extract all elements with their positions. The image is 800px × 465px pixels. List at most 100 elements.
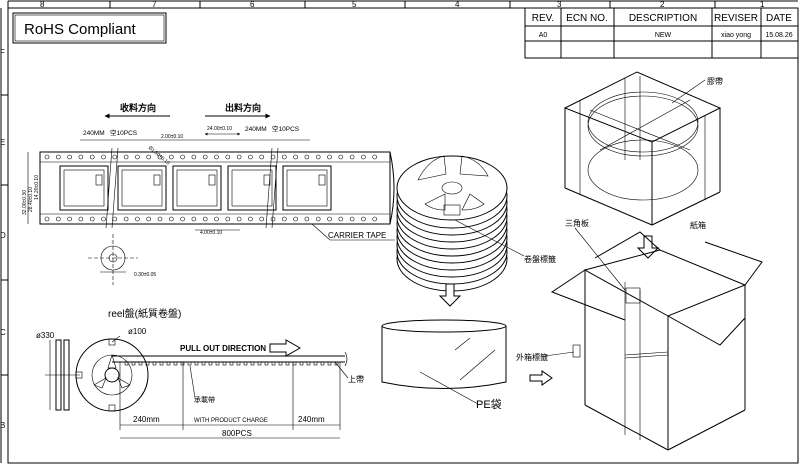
tape-callout: 膠帶 xyxy=(707,77,723,86)
leader-hole xyxy=(222,361,227,366)
sprocket-hole xyxy=(236,216,242,222)
sprocket-hole xyxy=(112,216,118,222)
sprocket-hole xyxy=(44,154,50,160)
sprocket-hole xyxy=(327,154,332,160)
component-pin xyxy=(318,174,326,186)
sprocket-holes-bottom xyxy=(44,216,378,222)
sprocket-hole xyxy=(67,216,72,222)
component-pin xyxy=(95,174,103,186)
sprocket-hole xyxy=(361,154,366,160)
zone-label-side: D xyxy=(0,231,6,240)
sprocket-hole xyxy=(281,216,287,222)
component-outline xyxy=(63,169,105,207)
sprocket-hole xyxy=(123,216,129,222)
sprocket-hole xyxy=(349,154,355,160)
description-header: DESCRIPTION xyxy=(629,13,697,24)
leader-hole xyxy=(278,361,283,366)
leader-hole xyxy=(208,361,213,366)
component-outline xyxy=(286,169,328,207)
sprocket-hole xyxy=(327,216,332,222)
sprocket-hole xyxy=(259,216,265,222)
leader-hole xyxy=(271,361,276,366)
rev-cell: A0 xyxy=(539,32,548,39)
sprocket-hole xyxy=(101,154,106,160)
leader-hole xyxy=(285,361,290,366)
carrier-band-label: 承載帶 xyxy=(194,395,215,404)
leader-hole xyxy=(201,361,206,366)
sprocket-hole xyxy=(214,216,219,222)
sprocket-hole xyxy=(281,154,287,160)
sprocket-hole xyxy=(202,154,208,160)
tape-width-dim: 28.40±0.10 xyxy=(28,187,34,212)
sprocket-hole xyxy=(180,154,185,160)
zone-label-side: C xyxy=(0,328,6,337)
sprocket-hole xyxy=(270,154,276,160)
component-outline xyxy=(121,169,163,207)
leader-hole xyxy=(229,361,234,366)
leader-hole xyxy=(138,361,143,366)
pe-bag: PE袋 xyxy=(381,319,507,411)
leader-hole xyxy=(166,361,171,366)
zone-label-top: 6 xyxy=(250,0,255,9)
sprocket-hole xyxy=(169,154,174,160)
leader-hole xyxy=(159,361,164,366)
leader-hole xyxy=(131,361,136,366)
pitch-dim: 24.00±0.10 xyxy=(207,126,232,132)
tape-pocket xyxy=(59,165,109,211)
component-pin xyxy=(263,174,271,186)
pull-out-direction-label: PULL OUT DIRECTION xyxy=(180,344,266,353)
sprocket-hole xyxy=(248,154,253,160)
sprocket-hole xyxy=(146,154,151,160)
tape-width-dim: 14.20±0.10 xyxy=(34,175,40,200)
leader-hole xyxy=(194,361,199,366)
rohs-box: RoHS Compliant xyxy=(12,12,167,44)
sprocket-hole xyxy=(89,216,95,222)
sprocket-hole xyxy=(304,216,310,222)
sprocket-hole xyxy=(44,216,50,222)
sprocket-hole xyxy=(89,154,95,160)
component-pin xyxy=(208,174,216,186)
tape-pocket xyxy=(172,165,222,211)
date-cell: 15.08.26 xyxy=(765,32,792,39)
leader-hole xyxy=(145,361,150,366)
carton-label: 紙箱 xyxy=(690,220,706,230)
sprocket-hole xyxy=(55,216,61,222)
zone-label-top: 8 xyxy=(40,0,45,9)
sprocket-hole xyxy=(157,216,163,222)
carrier-tape-label: CARRIER TAPE xyxy=(328,231,386,240)
reel-outer-dia: ø330 xyxy=(36,331,55,340)
hole-dim: 4.00±0.10 xyxy=(200,230,222,236)
leader-hole xyxy=(264,361,269,366)
leader-perforations xyxy=(124,361,339,366)
leader-hole xyxy=(320,361,325,366)
leader-hole xyxy=(152,361,157,366)
leader-hole xyxy=(187,361,192,366)
zone-label-top: 5 xyxy=(352,0,357,9)
sprocket-hole xyxy=(225,154,231,160)
tape-pockets xyxy=(59,165,332,211)
sprocket-hole xyxy=(101,216,106,222)
sprocket-hole xyxy=(214,154,219,160)
rohs-title: RoHS Compliant xyxy=(24,21,137,38)
sprocket-hole xyxy=(146,216,151,222)
component-pin xyxy=(153,174,161,186)
sprocket-hole xyxy=(67,154,72,160)
sprocket-hole xyxy=(338,154,344,160)
leader-hole xyxy=(180,361,185,366)
reviser-header: REVISER xyxy=(714,13,758,24)
leader-hole xyxy=(334,361,339,366)
component-outline xyxy=(176,169,218,207)
hole-pitch-dim: 2.00±0.10 xyxy=(161,134,183,140)
zone-label-top: 3 xyxy=(557,0,562,9)
ecn-header: ECN NO. xyxy=(566,13,608,24)
empty-right-dim: 空10PCS xyxy=(272,124,300,133)
sprocket-hole xyxy=(180,216,185,222)
leader-hole xyxy=(327,361,332,366)
sprocket-hole xyxy=(169,216,174,222)
reel-quantity: 800PCS xyxy=(222,429,252,438)
leader-hole xyxy=(215,361,220,366)
sprocket-holes-top xyxy=(44,154,378,160)
reel-dim-right: 240mm xyxy=(298,415,325,424)
sprocket-hole xyxy=(236,154,242,160)
